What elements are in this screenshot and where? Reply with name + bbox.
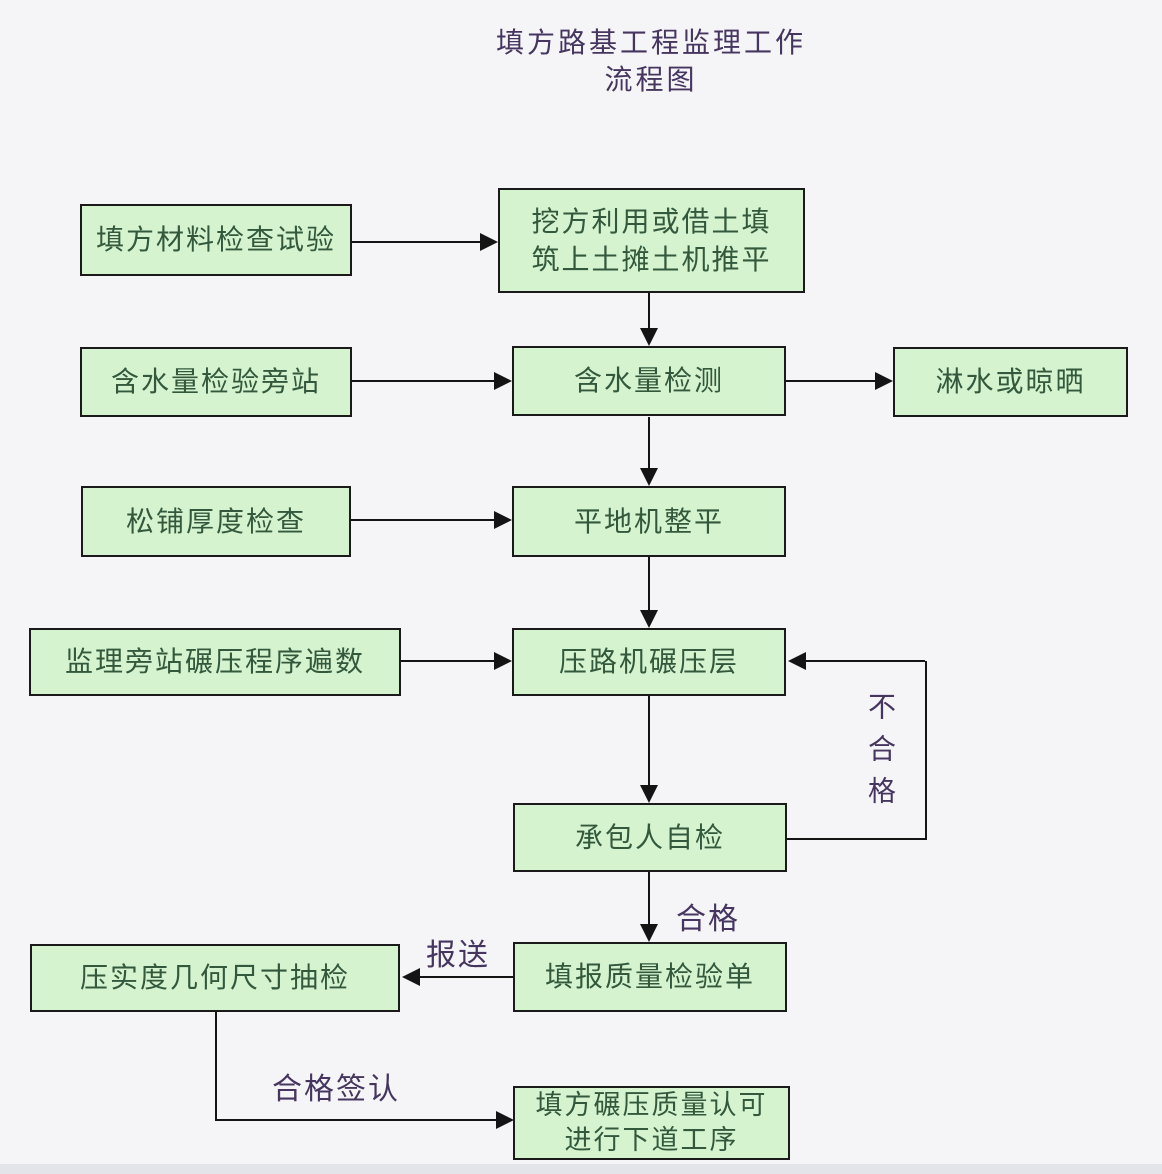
node-label: 填报质量检验单 xyxy=(544,961,755,992)
node-compaction-spot-check: 压实度几何尺寸抽检 xyxy=(30,944,400,1012)
arrowhead-right-icon xyxy=(494,652,512,670)
arrow-line xyxy=(648,872,650,924)
node-label: 压路机碾压层 xyxy=(558,646,739,677)
node-grader-leveling: 平地机整平 xyxy=(512,486,786,557)
node-contractor-self-check: 承包人自检 xyxy=(513,803,787,872)
arrowhead-right-icon xyxy=(494,511,512,529)
diagram-title: 填方路基工程监理工作 流程图 xyxy=(281,24,1021,98)
arrowhead-down-icon xyxy=(640,328,658,346)
edge-label-fail: 不合格 xyxy=(865,692,896,818)
arrow-line xyxy=(215,1012,217,1121)
arrow-line xyxy=(420,976,513,978)
arrow-line xyxy=(401,660,494,662)
arrow-line xyxy=(648,696,650,785)
arrowhead-down-icon xyxy=(640,924,658,942)
node-quality-approval: 填方碾压质量认可 进行下道工序 xyxy=(513,1086,790,1160)
node-label: 含水量检测 xyxy=(573,365,724,396)
arrow-line xyxy=(786,380,875,382)
edge-label-pass-signoff: 合格签认 xyxy=(272,1073,400,1106)
arrow-line xyxy=(806,660,925,662)
node-excavation-fill: 挖方利用或借土填 筑上土摊土机推平 xyxy=(498,188,805,293)
arrow-line xyxy=(787,838,927,840)
node-label: 淋水或晾晒 xyxy=(935,366,1086,397)
node-water-content-test: 含水量检测 xyxy=(512,346,786,416)
node-label-line2: 筑上土摊土机推平 xyxy=(531,243,772,275)
arrow-line xyxy=(648,293,650,328)
arrowhead-down-icon xyxy=(640,610,658,628)
arrow-line xyxy=(352,380,494,382)
node-sprinkle-or-dry: 淋水或晾晒 xyxy=(893,347,1128,417)
arrow-line xyxy=(351,519,494,521)
node-label-line1: 填方碾压质量认可 xyxy=(535,1090,768,1120)
node-quality-inspection-form: 填报质量检验单 xyxy=(513,942,787,1012)
node-label-line1: 挖方利用或借土填 xyxy=(531,205,772,237)
arrowhead-right-icon xyxy=(480,233,498,251)
node-label: 监理旁站碾压程序遍数 xyxy=(64,646,365,677)
diagram-title-line1: 填方路基工程监理工作 xyxy=(495,27,806,58)
bottom-band xyxy=(0,1164,1162,1174)
arrowhead-right-icon xyxy=(496,1111,514,1129)
node-water-content-witness: 含水量检验旁站 xyxy=(80,347,352,417)
arrow-line xyxy=(925,661,927,840)
node-label: 压实度几何尺寸抽检 xyxy=(79,962,350,993)
arrowhead-left-icon xyxy=(402,968,420,986)
node-label: 松铺厚度检查 xyxy=(125,505,306,537)
arrow-line xyxy=(352,241,480,243)
arrowhead-down-icon xyxy=(640,468,658,486)
edge-label-submit: 报送 xyxy=(426,939,490,972)
arrowhead-left-icon xyxy=(788,652,806,670)
node-roller-compaction: 压路机碾压层 xyxy=(512,628,786,696)
edge-label-pass: 合格 xyxy=(676,903,740,936)
arrowhead-down-icon xyxy=(640,785,658,803)
node-label: 含水量检验旁站 xyxy=(110,366,321,397)
arrow-line xyxy=(648,417,650,468)
arrowhead-right-icon xyxy=(875,372,893,390)
node-label: 平地机整平 xyxy=(573,505,724,537)
arrow-line xyxy=(648,557,650,610)
node-loose-thickness-check: 松铺厚度检查 xyxy=(81,486,351,557)
node-rolling-passes-witness: 监理旁站碾压程序遍数 xyxy=(29,628,401,696)
arrow-line xyxy=(215,1119,496,1121)
node-label: 填方材料检查试验 xyxy=(95,224,336,255)
node-fill-material-test: 填方材料检查试验 xyxy=(80,204,352,276)
node-label: 承包人自检 xyxy=(574,821,725,853)
node-label-line2: 进行下道工序 xyxy=(564,1125,739,1155)
arrowhead-right-icon xyxy=(494,372,512,390)
diagram-title-line2: 流程图 xyxy=(604,64,698,95)
